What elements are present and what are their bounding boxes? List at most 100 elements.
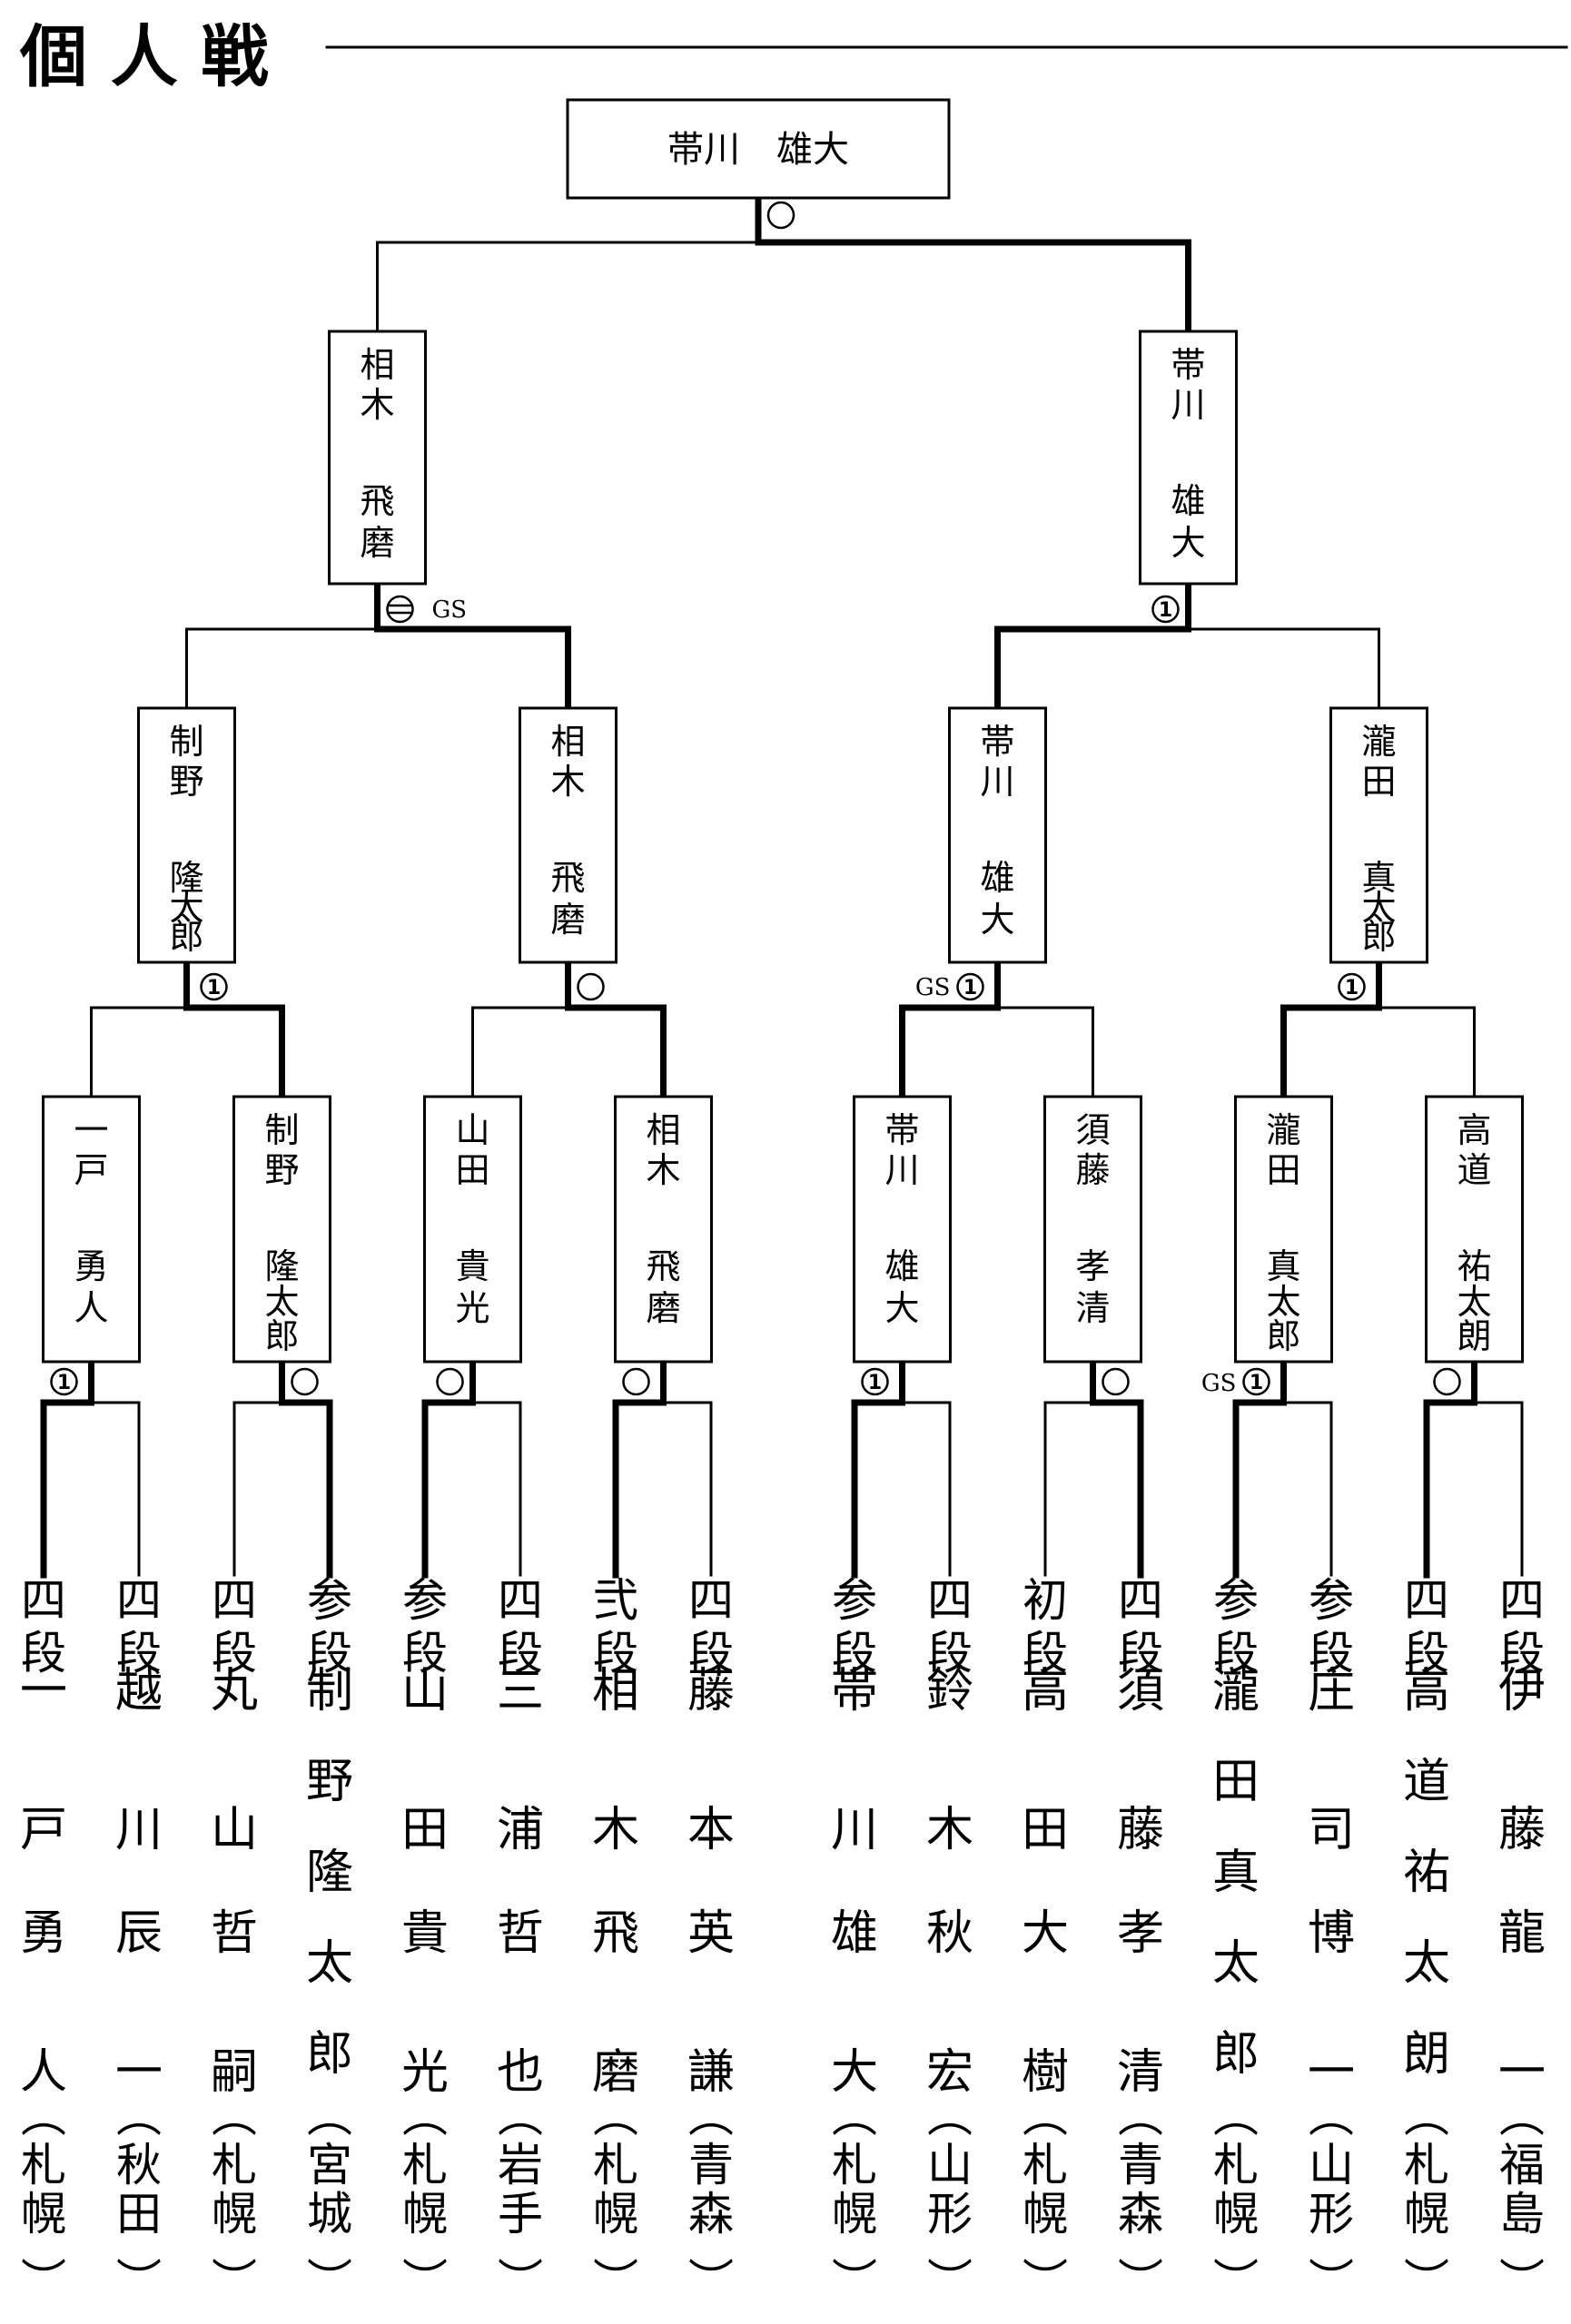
player-region: ︵札幌︶ xyxy=(21,2090,66,2308)
ippon-mark: 1 xyxy=(50,1367,78,1396)
quarterfinal-box xyxy=(948,706,1047,964)
quarterfinal-box xyxy=(137,706,236,964)
round16-box xyxy=(614,1095,713,1364)
win-circle-mark xyxy=(622,1367,650,1396)
bracket-name: 相木飛磨 xyxy=(550,722,585,940)
player-name: 一戸勇人 xyxy=(20,1664,67,2100)
bracket-name: 帯川雄大 xyxy=(884,1110,919,1328)
ippon-mark: 1 xyxy=(200,972,228,1001)
player-region: ︵青森︶ xyxy=(1118,2090,1163,2308)
player-rank: 四段 xyxy=(498,1574,543,1679)
player-region: ︵福島︶ xyxy=(1499,2090,1545,2308)
svg-text:1: 1 xyxy=(57,1372,71,1394)
ippon-mark: 1 xyxy=(956,972,984,1001)
player-name: 相木飛磨 xyxy=(592,1664,639,2100)
bracket-name: 須藤孝清 xyxy=(1075,1110,1110,1328)
player-name: 高田大樹 xyxy=(1022,1664,1069,2100)
bracket-name: 帯川雄大 xyxy=(980,722,1014,940)
ippon-mark: 1 xyxy=(1338,972,1366,1001)
win-circle-mark xyxy=(766,201,795,230)
player-rank: 初段 xyxy=(1023,1574,1068,1679)
player-region: ︵山形︶ xyxy=(927,2090,973,2308)
bracket-name: 相木飛磨 xyxy=(646,1110,680,1328)
round16-box xyxy=(232,1095,331,1364)
player-region: ︵宮城︶ xyxy=(307,2090,352,2308)
quarterfinal-box xyxy=(1329,706,1428,964)
svg-text:1: 1 xyxy=(868,1372,882,1394)
player-name: 越川辰一 xyxy=(115,1664,163,2100)
player-rank: 四段 xyxy=(1499,1574,1545,1679)
semifinal-box xyxy=(1139,330,1238,586)
quarterfinal-box xyxy=(519,706,618,964)
round16-box xyxy=(1234,1095,1333,1364)
player-rank: 四段 xyxy=(1118,1574,1163,1679)
player-name: 高道祐太朗 xyxy=(1403,1664,1450,2082)
player-name: 山田貴光 xyxy=(401,1664,449,2100)
bracket-name: 瀧田真太郎 xyxy=(1266,1110,1300,1356)
golden-score-label: GS xyxy=(432,596,468,624)
bracket-name: 高道祐太朗 xyxy=(1457,1110,1491,1356)
golden-score-label: GS xyxy=(1201,1370,1237,1397)
player-rank: 参段 xyxy=(1213,1574,1259,1679)
bracket-boxes: 一戸勇人制野隆太郎山田貴光相木飛磨帯川雄大須藤孝清瀧田真太郎高道祐太朗制野隆太郎… xyxy=(42,98,1524,1364)
player-rank: 弐段 xyxy=(593,1574,638,1679)
round16-box xyxy=(1043,1095,1142,1364)
svg-text:1: 1 xyxy=(963,977,977,1000)
player-region: ︵青森︶ xyxy=(688,2090,734,2308)
ippon-mark: 1 xyxy=(1242,1367,1270,1396)
bracket-lines xyxy=(40,194,1524,1579)
player-name: 藤本英謙 xyxy=(687,1664,735,2100)
bracket-name: 瀧田真太郎 xyxy=(1361,722,1396,957)
round16-box xyxy=(42,1095,141,1364)
player-region: ︵札幌︶ xyxy=(1023,2090,1068,2308)
player-name: 帯川雄大 xyxy=(831,1664,878,2100)
player-rank: 四段 xyxy=(1404,1574,1449,1679)
player-rank: 参段 xyxy=(307,1574,352,1679)
round16-box xyxy=(423,1095,522,1364)
player-region: ︵札幌︶ xyxy=(402,2090,448,2308)
svg-text:1: 1 xyxy=(1250,1372,1263,1394)
bracket-name: 帯川雄大 xyxy=(1171,345,1205,563)
player-rank: 参段 xyxy=(402,1574,448,1679)
svg-text:1: 1 xyxy=(1345,977,1359,1000)
player-region: ︵札幌︶ xyxy=(593,2090,638,2308)
player-region: ︵札幌︶ xyxy=(1404,2090,1449,2308)
win-circle-mark xyxy=(577,972,605,1001)
player-rank: 四段 xyxy=(116,1574,162,1679)
champion-box xyxy=(566,98,951,200)
win-circle-mark xyxy=(291,1367,319,1396)
player-region: ︵札幌︶ xyxy=(212,2090,257,2308)
golden-score-label: GS xyxy=(915,974,951,1001)
bracket-name: 制野隆太郎 xyxy=(169,722,203,957)
bracket-name: 山田貴光 xyxy=(455,1110,489,1328)
win-circle-mark xyxy=(436,1367,464,1396)
ippon-mark: 1 xyxy=(1151,595,1180,624)
round16-box xyxy=(1425,1095,1524,1364)
ippon-mark: 1 xyxy=(861,1367,889,1396)
win-circle-mark xyxy=(1433,1367,1461,1396)
bracket-name: 制野隆太郎 xyxy=(264,1110,299,1356)
player-name: 三浦哲也 xyxy=(497,1664,544,2100)
player-region: ︵札幌︶ xyxy=(832,2090,877,2308)
player-name: 庄司博一 xyxy=(1308,1664,1355,2100)
player-region: ︵岩手︶ xyxy=(498,2090,543,2308)
player-rank: 参段 xyxy=(832,1574,877,1679)
player-list: 四段一戸勇人︵札幌︶四段越川辰一︵秋田︶四段丸山哲嗣︵札幌︶参段制野隆太郎︵宮城… xyxy=(20,1574,1546,2308)
page-title: 個 人 戦 xyxy=(19,18,269,96)
semifinal-box xyxy=(328,330,427,586)
player-name: 丸山哲嗣 xyxy=(211,1664,258,2100)
champion-name: 帯川 雄大 xyxy=(667,129,849,171)
